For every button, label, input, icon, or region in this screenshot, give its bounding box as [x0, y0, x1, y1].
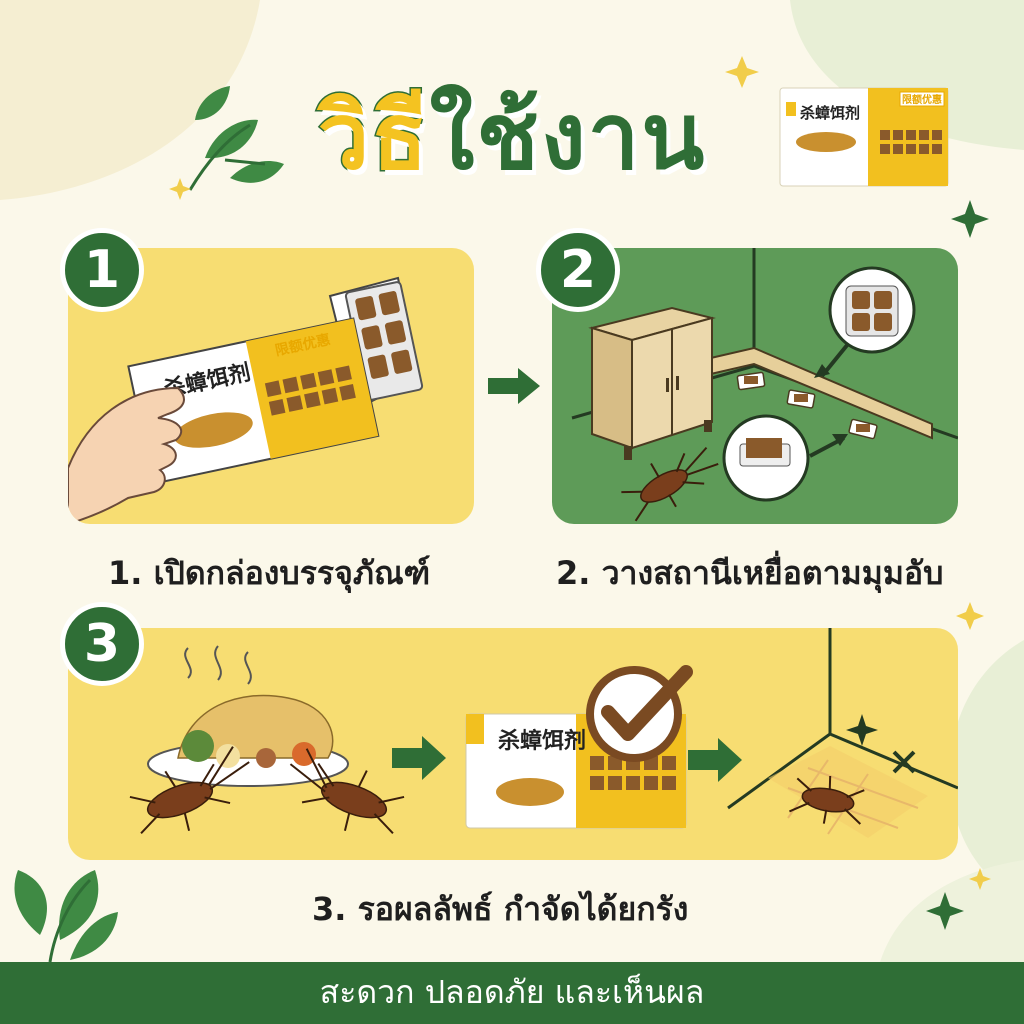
open-package-illustration: 杀蟑饵剂 限额优惠 [68, 276, 424, 524]
page-title: วิธีใช้งาน [0, 82, 1024, 192]
food-plate [147, 645, 349, 787]
cockroach-icon [289, 748, 405, 835]
step-2-panel [552, 248, 958, 524]
sparkle-icon [926, 200, 989, 930]
title-highlight: วิธี [316, 82, 430, 192]
arrow-icon [392, 736, 446, 780]
checkmark-icon [586, 665, 693, 762]
cockroach-icon [129, 746, 250, 835]
footer-banner: สะดวก ปลอดภัย และเห็นผล [0, 962, 1024, 1024]
step-3-caption: 3. รอผลลัพธ์ กำจัดได้ยกรัง [312, 890, 689, 928]
step-1-caption: 1. เปิดกล่องบรรจุภัณฑ์ [108, 554, 431, 592]
step-3-panel: 杀蟑饵剂 [68, 628, 958, 860]
product-name: 杀蟑饵剂 [498, 728, 586, 754]
arrow-icon [488, 368, 540, 404]
footer-tagline: สะดวก ปลอดภัย และเห็นผล [319, 973, 705, 1011]
cross-icon [892, 750, 916, 774]
step-2-badge: 2 [536, 228, 620, 312]
title-main: ใช้งาน [429, 83, 707, 190]
result-illustration: 杀蟑饵剂 [129, 628, 958, 838]
product-tag: 限额优惠 [902, 93, 942, 106]
leaf-icon [14, 870, 118, 963]
step-2-caption: 2. วางสถานีเหยื่อตามมุมอับ [556, 554, 944, 592]
step-1-badge: 1 [60, 228, 144, 312]
sparkle-icon [846, 714, 878, 746]
product-box-image: 限额优惠 杀蟑饵剂 [779, 87, 949, 187]
product-name: 杀蟑饵剂 [800, 104, 860, 122]
leaf-icon [188, 86, 284, 191]
cockroach-icon [789, 775, 865, 825]
cockroach-icon [621, 446, 719, 522]
arrow-icon [688, 738, 742, 782]
sparkle-icon [169, 56, 991, 890]
step-3-badge: 3 [60, 602, 144, 686]
placement-illustration [571, 248, 958, 522]
